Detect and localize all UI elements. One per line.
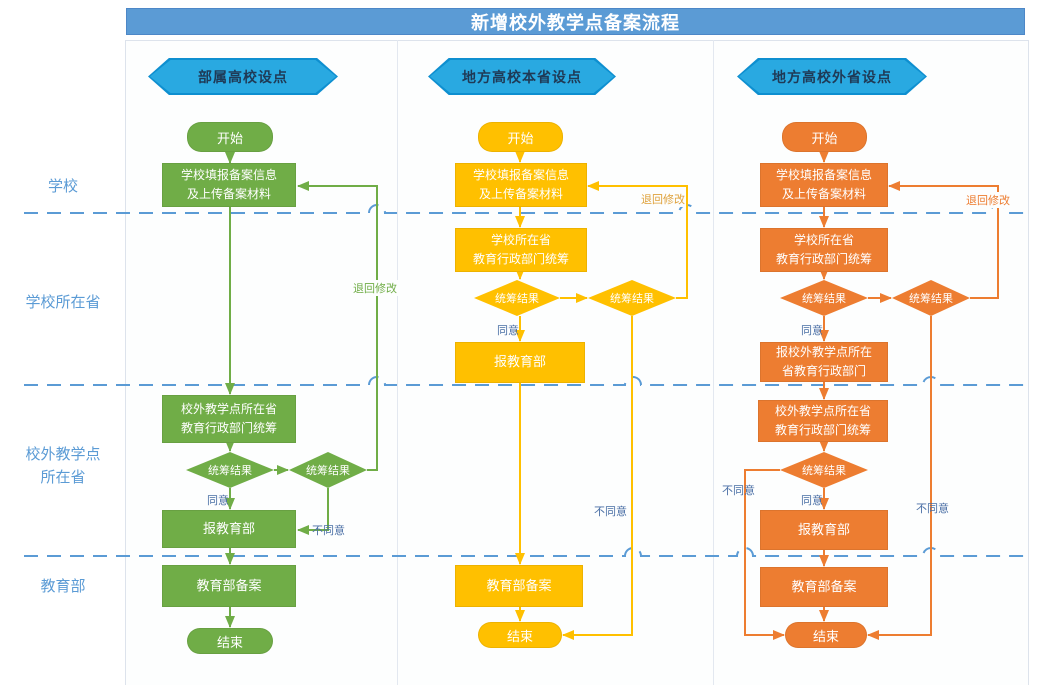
col2-report-ministry-box: 报教育部 [455, 342, 585, 383]
col1-arrow-disagree-to-report [297, 488, 329, 535]
col3-disagree-right-line-to-end [867, 316, 932, 640]
col3-agree-label-2: 同意 [801, 495, 823, 507]
col2-start-node: 开始 [478, 122, 563, 152]
col1-header-hexagon: 部属高校设点 [148, 58, 338, 95]
col1-header-label: 部属高校设点 [150, 60, 336, 93]
lane-label-school-province: 学校所在省 [25, 294, 101, 311]
col1-return-fix-line [297, 181, 378, 471]
lane-label-ministry: 教育部 [40, 578, 86, 595]
col3-ministry-filing-box: 教育部备案 [760, 567, 888, 607]
col3-report-site-province-box: 报校外教学点所在 省教育行政部门 [760, 342, 888, 382]
col3-return-fix-label: 退回修改 [965, 192, 1011, 208]
col3-agree-label-1: 同意 [801, 325, 823, 337]
diagram-title-bar: 新增校外教学点备案流程 [126, 8, 1025, 35]
col3-return-fix-line [888, 181, 999, 299]
col3-end-node: 结束 [785, 622, 867, 648]
column-separator-1 [397, 40, 398, 685]
col1-end-node: 结束 [187, 628, 273, 654]
col3-fill-report-box: 学校填报备案信息 及上传备案材料 [760, 163, 888, 207]
col3-start-node: 开始 [782, 122, 867, 152]
col3-report-ministry-box: 报教育部 [760, 510, 888, 550]
col2-end-node: 结束 [478, 622, 562, 648]
col2-return-fix-line [587, 181, 688, 299]
col2-return-fix-label: 退回修改 [640, 191, 686, 207]
col3-disagree-left-label: 不同意 [722, 485, 755, 497]
col1-site-province-coordinate-box: 校外教学点所在省 教育行政部门统筹 [162, 395, 296, 443]
page-title: 新增校外教学点备案流程 [471, 12, 680, 33]
col3-header-label: 地方高校外省设点 [739, 60, 925, 93]
col1-report-ministry-box: 报教育部 [162, 510, 296, 548]
col2-disagree-label: 不同意 [594, 506, 627, 518]
col2-agree-label: 同意 [497, 325, 519, 337]
lane-label-site-province: 校外教学点 所在省 [25, 446, 101, 486]
col1-agree-label: 同意 [207, 495, 229, 507]
lane-label-school: 学校 [47, 178, 78, 195]
col1-return-fix-label: 退回修改 [352, 280, 398, 296]
col2-ministry-filing-box: 教育部备案 [455, 565, 583, 607]
col3-header-hexagon: 地方高校外省设点 [737, 58, 927, 95]
col2-header-hexagon: 地方高校本省设点 [428, 58, 616, 95]
col3-site-province-coordinate-box: 校外教学点所在省 教育行政部门统筹 [758, 400, 888, 442]
column-separator-2 [713, 40, 714, 685]
col1-ministry-filing-box: 教育部备案 [162, 565, 296, 607]
col3-school-province-coordinate-box: 学校所在省 教育行政部门统筹 [760, 228, 888, 272]
col2-disagree-line-to-end [562, 316, 633, 640]
col2-header-label: 地方高校本省设点 [430, 60, 614, 93]
col1-fill-report-box: 学校填报备案信息 及上传备案材料 [162, 163, 296, 207]
col2-fill-report-box: 学校填报备案信息 及上传备案材料 [455, 163, 587, 207]
col3-disagree-left-line-to-end [744, 469, 785, 640]
col1-start-node: 开始 [187, 122, 273, 152]
col3-disagree-right-label: 不同意 [916, 503, 949, 515]
col2-school-province-coordinate-box: 学校所在省 教育行政部门统筹 [455, 228, 587, 272]
col1-disagree-label: 不同意 [312, 525, 345, 537]
